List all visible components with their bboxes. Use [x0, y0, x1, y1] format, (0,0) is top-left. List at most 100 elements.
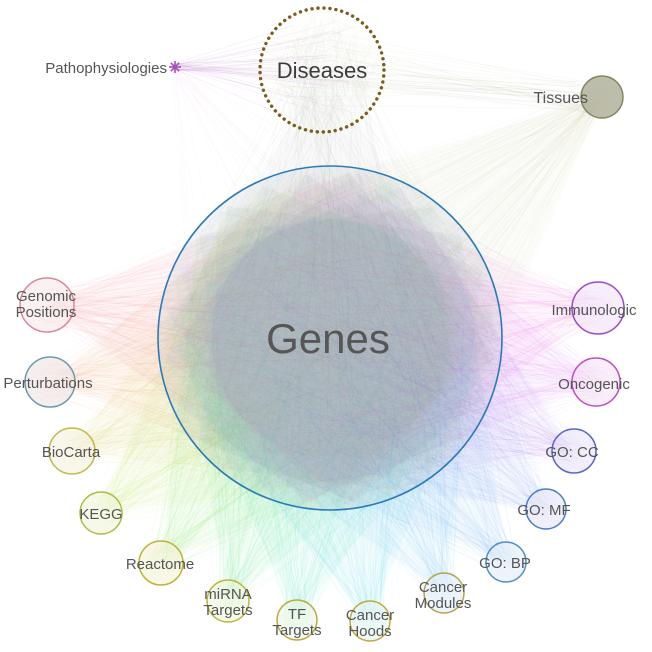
label-tf_targets: Targets — [272, 622, 321, 639]
edge-line — [345, 47, 370, 88]
node-biocarta[interactable] — [48, 427, 96, 475]
edge-line — [227, 368, 382, 590]
edge-line — [178, 320, 370, 614]
edge-line — [201, 106, 599, 273]
edge-line — [191, 273, 452, 591]
edge-line — [268, 209, 447, 592]
node-go_bp[interactable] — [485, 541, 527, 583]
edge-line — [378, 341, 403, 619]
edge-line — [66, 305, 489, 377]
edge-line — [386, 490, 437, 585]
node-go_mf[interactable] — [525, 488, 567, 530]
node-go_cc[interactable] — [551, 428, 597, 474]
edge-line — [172, 70, 393, 336]
edge-line — [52, 301, 303, 380]
edge-line — [234, 273, 317, 613]
edge-line — [296, 293, 373, 625]
edge-line — [110, 476, 316, 507]
edge-line — [211, 235, 572, 445]
edge-line — [224, 363, 370, 613]
edge-line — [188, 375, 369, 633]
edge-line — [102, 303, 187, 499]
edge-line — [64, 418, 278, 457]
bundle-diseases-diseases — [262, 13, 378, 130]
node-pathophysiologies[interactable] — [169, 61, 181, 73]
edge-line — [355, 290, 589, 374]
edge-line — [304, 47, 351, 354]
edge-line — [379, 452, 550, 516]
edge-line — [274, 439, 375, 625]
edge-line — [275, 63, 287, 107]
edge-line — [399, 396, 602, 478]
edge-line — [395, 275, 589, 394]
edge-line — [236, 197, 249, 612]
edge-line — [404, 349, 552, 523]
edge-line — [173, 307, 574, 454]
edge-line — [39, 274, 207, 375]
edge-line — [164, 248, 199, 565]
edge-line — [393, 335, 552, 510]
edge-line — [461, 97, 600, 359]
edge-line — [295, 323, 571, 443]
edge-line — [223, 210, 324, 613]
edge-line — [317, 99, 601, 209]
node-oncogenic[interactable] — [571, 357, 621, 407]
edge-line — [201, 300, 586, 448]
edge-line — [74, 347, 478, 439]
node-cancer_hoods[interactable] — [349, 600, 391, 642]
edge-line — [416, 316, 603, 430]
edge-line — [282, 86, 599, 91]
node-reactome[interactable] — [138, 540, 184, 586]
edge-line — [178, 65, 600, 114]
label-genomic_positions: Genomic — [16, 288, 77, 305]
edge-line — [297, 193, 454, 584]
edge-line — [44, 343, 426, 372]
node-mirna_targets[interactable] — [206, 579, 250, 623]
edge-line — [57, 277, 431, 321]
edge-line — [439, 93, 607, 333]
edge-line — [438, 341, 536, 507]
edge-line — [98, 361, 195, 502]
edge-line — [415, 94, 613, 334]
edge-line — [353, 326, 451, 598]
edge-line — [173, 64, 346, 88]
node-tf_targets[interactable] — [276, 599, 318, 641]
edge-line — [318, 51, 462, 263]
node-immunologic[interactable] — [571, 281, 625, 335]
edge-line — [398, 374, 600, 388]
edge-line — [61, 456, 318, 483]
edge-line — [360, 316, 377, 630]
edge-line — [33, 306, 279, 456]
edge-line — [86, 452, 333, 517]
edge-line — [172, 318, 506, 566]
edge-line — [158, 174, 302, 558]
node-kegg[interactable] — [79, 491, 123, 535]
edge-line — [229, 110, 337, 263]
edge-line — [297, 440, 447, 602]
edge-line — [177, 55, 324, 66]
edge-line — [82, 441, 439, 463]
edge-line — [332, 41, 450, 236]
node-genes[interactable] — [157, 165, 503, 511]
edge-line — [201, 287, 575, 437]
node-tissues[interactable] — [580, 75, 624, 119]
edge-line — [78, 354, 444, 461]
edge-line — [448, 238, 553, 500]
node-cancer_modules[interactable] — [423, 572, 465, 614]
node-genomic_positions[interactable] — [19, 277, 75, 333]
edge-line — [269, 251, 601, 396]
edge-line — [284, 94, 330, 101]
edge-line — [173, 58, 315, 64]
edge-line — [357, 240, 401, 621]
node-diseases[interactable] — [258, 6, 386, 134]
edge-line — [317, 79, 587, 109]
edge-line — [367, 332, 477, 609]
edge-line — [114, 279, 250, 517]
edge-line — [312, 77, 334, 446]
node-perturbations[interactable] — [24, 356, 76, 408]
edge-line — [158, 415, 237, 555]
edge-line — [326, 174, 610, 306]
edge-line — [223, 354, 582, 455]
edge-line — [72, 239, 261, 461]
edge-line — [244, 90, 339, 237]
